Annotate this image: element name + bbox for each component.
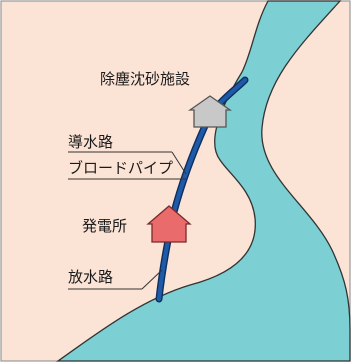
sand-facility-icon <box>187 95 233 128</box>
tailrace-label: 放水路 <box>68 268 113 286</box>
broad-pipe-label: ブロードパイプ <box>68 159 173 177</box>
tailrace-to-pipe-line <box>141 269 163 290</box>
power-station-icon <box>146 205 192 243</box>
sand-facility-label: 除塵沈砂施設 <box>100 70 190 88</box>
waterway <box>156 77 248 302</box>
headrace-label: 導水路 <box>68 133 113 151</box>
power-station-label: 発電所 <box>82 217 127 235</box>
headrace-to-pipe-line <box>171 151 187 175</box>
